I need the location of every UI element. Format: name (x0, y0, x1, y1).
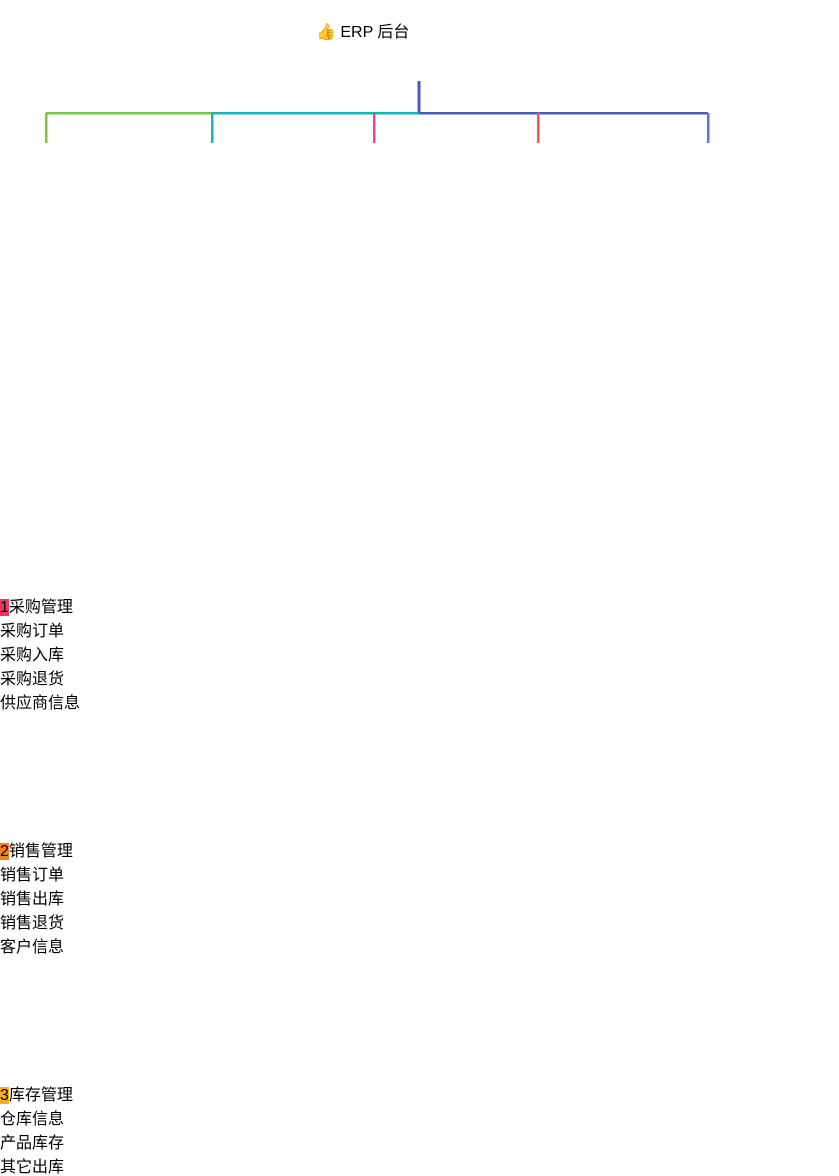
leaf-node[interactable]: 采购退货 (0, 665, 160, 689)
leaf-node[interactable]: 采购入库 (0, 641, 160, 665)
leaf-node[interactable]: 仓库信息 (0, 1105, 160, 1129)
leaf-node[interactable]: 客户信息 (0, 933, 158, 957)
branch-number-badge: 2 (0, 843, 9, 860)
leaf-label: 其它出库 (0, 1159, 65, 1176)
branch-title: 销售管理 (8, 843, 73, 860)
branch-header-3[interactable]: 3库存管理 (0, 1081, 160, 1105)
leaf-node[interactable]: 产品库存 (0, 1129, 160, 1153)
thumbs-up-icon: 👍 (316, 24, 336, 41)
leaf-node[interactable]: 其它出库 (0, 1153, 160, 1176)
branch-column-2: 2销售管理销售订单销售出库销售退货客户信息 (0, 837, 158, 1081)
leaf-node[interactable]: 销售出库 (0, 885, 158, 909)
branch-column-3: 3库存管理仓库信息产品库存其它出库其它入库库存调拨库存盘点出库库明细 (0, 1081, 160, 1176)
leaf-node[interactable]: 销售退货 (0, 909, 158, 933)
leaf-node[interactable]: 销售订单 (0, 861, 158, 885)
leaf-label: 客户信息 (0, 939, 65, 956)
branch-number-badge: 3 (0, 1087, 9, 1104)
leaf-label: 销售出库 (0, 891, 65, 908)
leaf-node[interactable]: 供应商信息 (0, 689, 160, 713)
leaf-label: 采购退货 (0, 671, 65, 688)
branch-title: 库存管理 (8, 1087, 73, 1104)
leaf-label: 采购入库 (0, 647, 65, 664)
branch-column-1: 1采购管理采购订单采购入库采购退货供应商信息 (0, 593, 160, 837)
leaf-label: 销售订单 (0, 867, 65, 884)
branch-leaf-list: 销售订单销售出库销售退货客户信息 (0, 861, 158, 1081)
branch-number-badge: 1 (0, 599, 9, 616)
branch-header-2[interactable]: 2销售管理 (0, 837, 158, 861)
branch-leaf-list: 采购订单采购入库采购退货供应商信息 (0, 617, 160, 837)
leaf-label: 供应商信息 (0, 695, 81, 712)
branch-title: 采购管理 (8, 599, 73, 616)
leaf-label: 产品库存 (0, 1135, 65, 1152)
leaf-node[interactable]: 采购订单 (0, 617, 160, 641)
leaf-label: 采购订单 (0, 623, 65, 640)
root-node-card[interactable]: 👍 ERP 后台 (316, 18, 522, 81)
leaf-label: 仓库信息 (0, 1111, 65, 1128)
root-node-title: ERP 后台 (340, 24, 410, 41)
connector-lines (44, 81, 710, 143)
branch-header-1[interactable]: 1采购管理 (0, 593, 160, 617)
branch-leaf-list: 仓库信息产品库存其它出库其它入库库存调拨库存盘点出库库明细 (0, 1105, 160, 1176)
leaf-label: 销售退货 (0, 915, 65, 932)
